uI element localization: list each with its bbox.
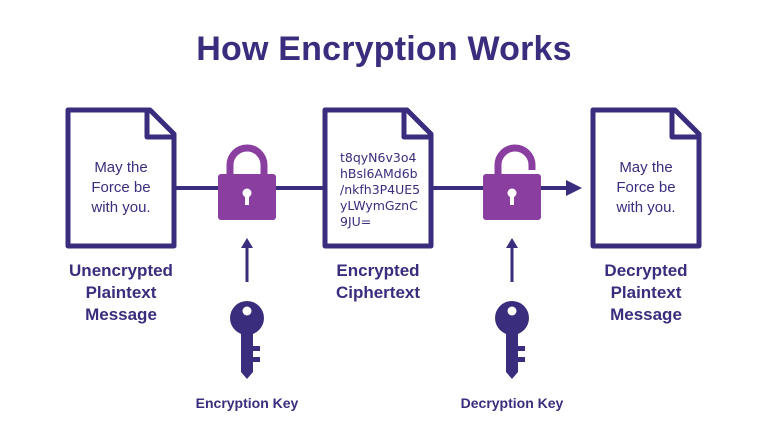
closed-padlock-icon: [218, 144, 276, 220]
ciphertext-message-text: t8qyN6v3o4 hBsl6AMd6b /nkfh3P4UE5 yLWymG…: [340, 150, 421, 229]
encryption-key-label: Encryption Key: [195, 395, 299, 411]
decrypted-document-icon: [590, 107, 702, 249]
decrypted-caption: Decrypted Plaintext Message: [604, 261, 688, 324]
page-title: How Encryption Works: [196, 30, 572, 68]
ciphertext-caption: Encrypted Ciphertext: [335, 261, 421, 302]
plaintext-caption: Unencrypted Plaintext Message: [69, 261, 173, 324]
plaintext-message-text: May the Force be with you.: [91, 159, 151, 216]
flow-arrowhead: [566, 180, 582, 196]
plaintext-document-icon: [65, 107, 177, 249]
encryption-arrow-up-icon: [241, 238, 253, 282]
decrypted-message-text: May the Force be with you.: [616, 159, 676, 216]
decryption-key-label: Decryption Key: [460, 395, 564, 411]
open-padlock-icon: [483, 144, 541, 220]
ciphertext-document-icon: [322, 107, 434, 249]
decryption-key-icon: [495, 301, 529, 379]
decryption-arrow-up-icon: [506, 238, 518, 282]
encryption-key-icon: [230, 301, 264, 379]
